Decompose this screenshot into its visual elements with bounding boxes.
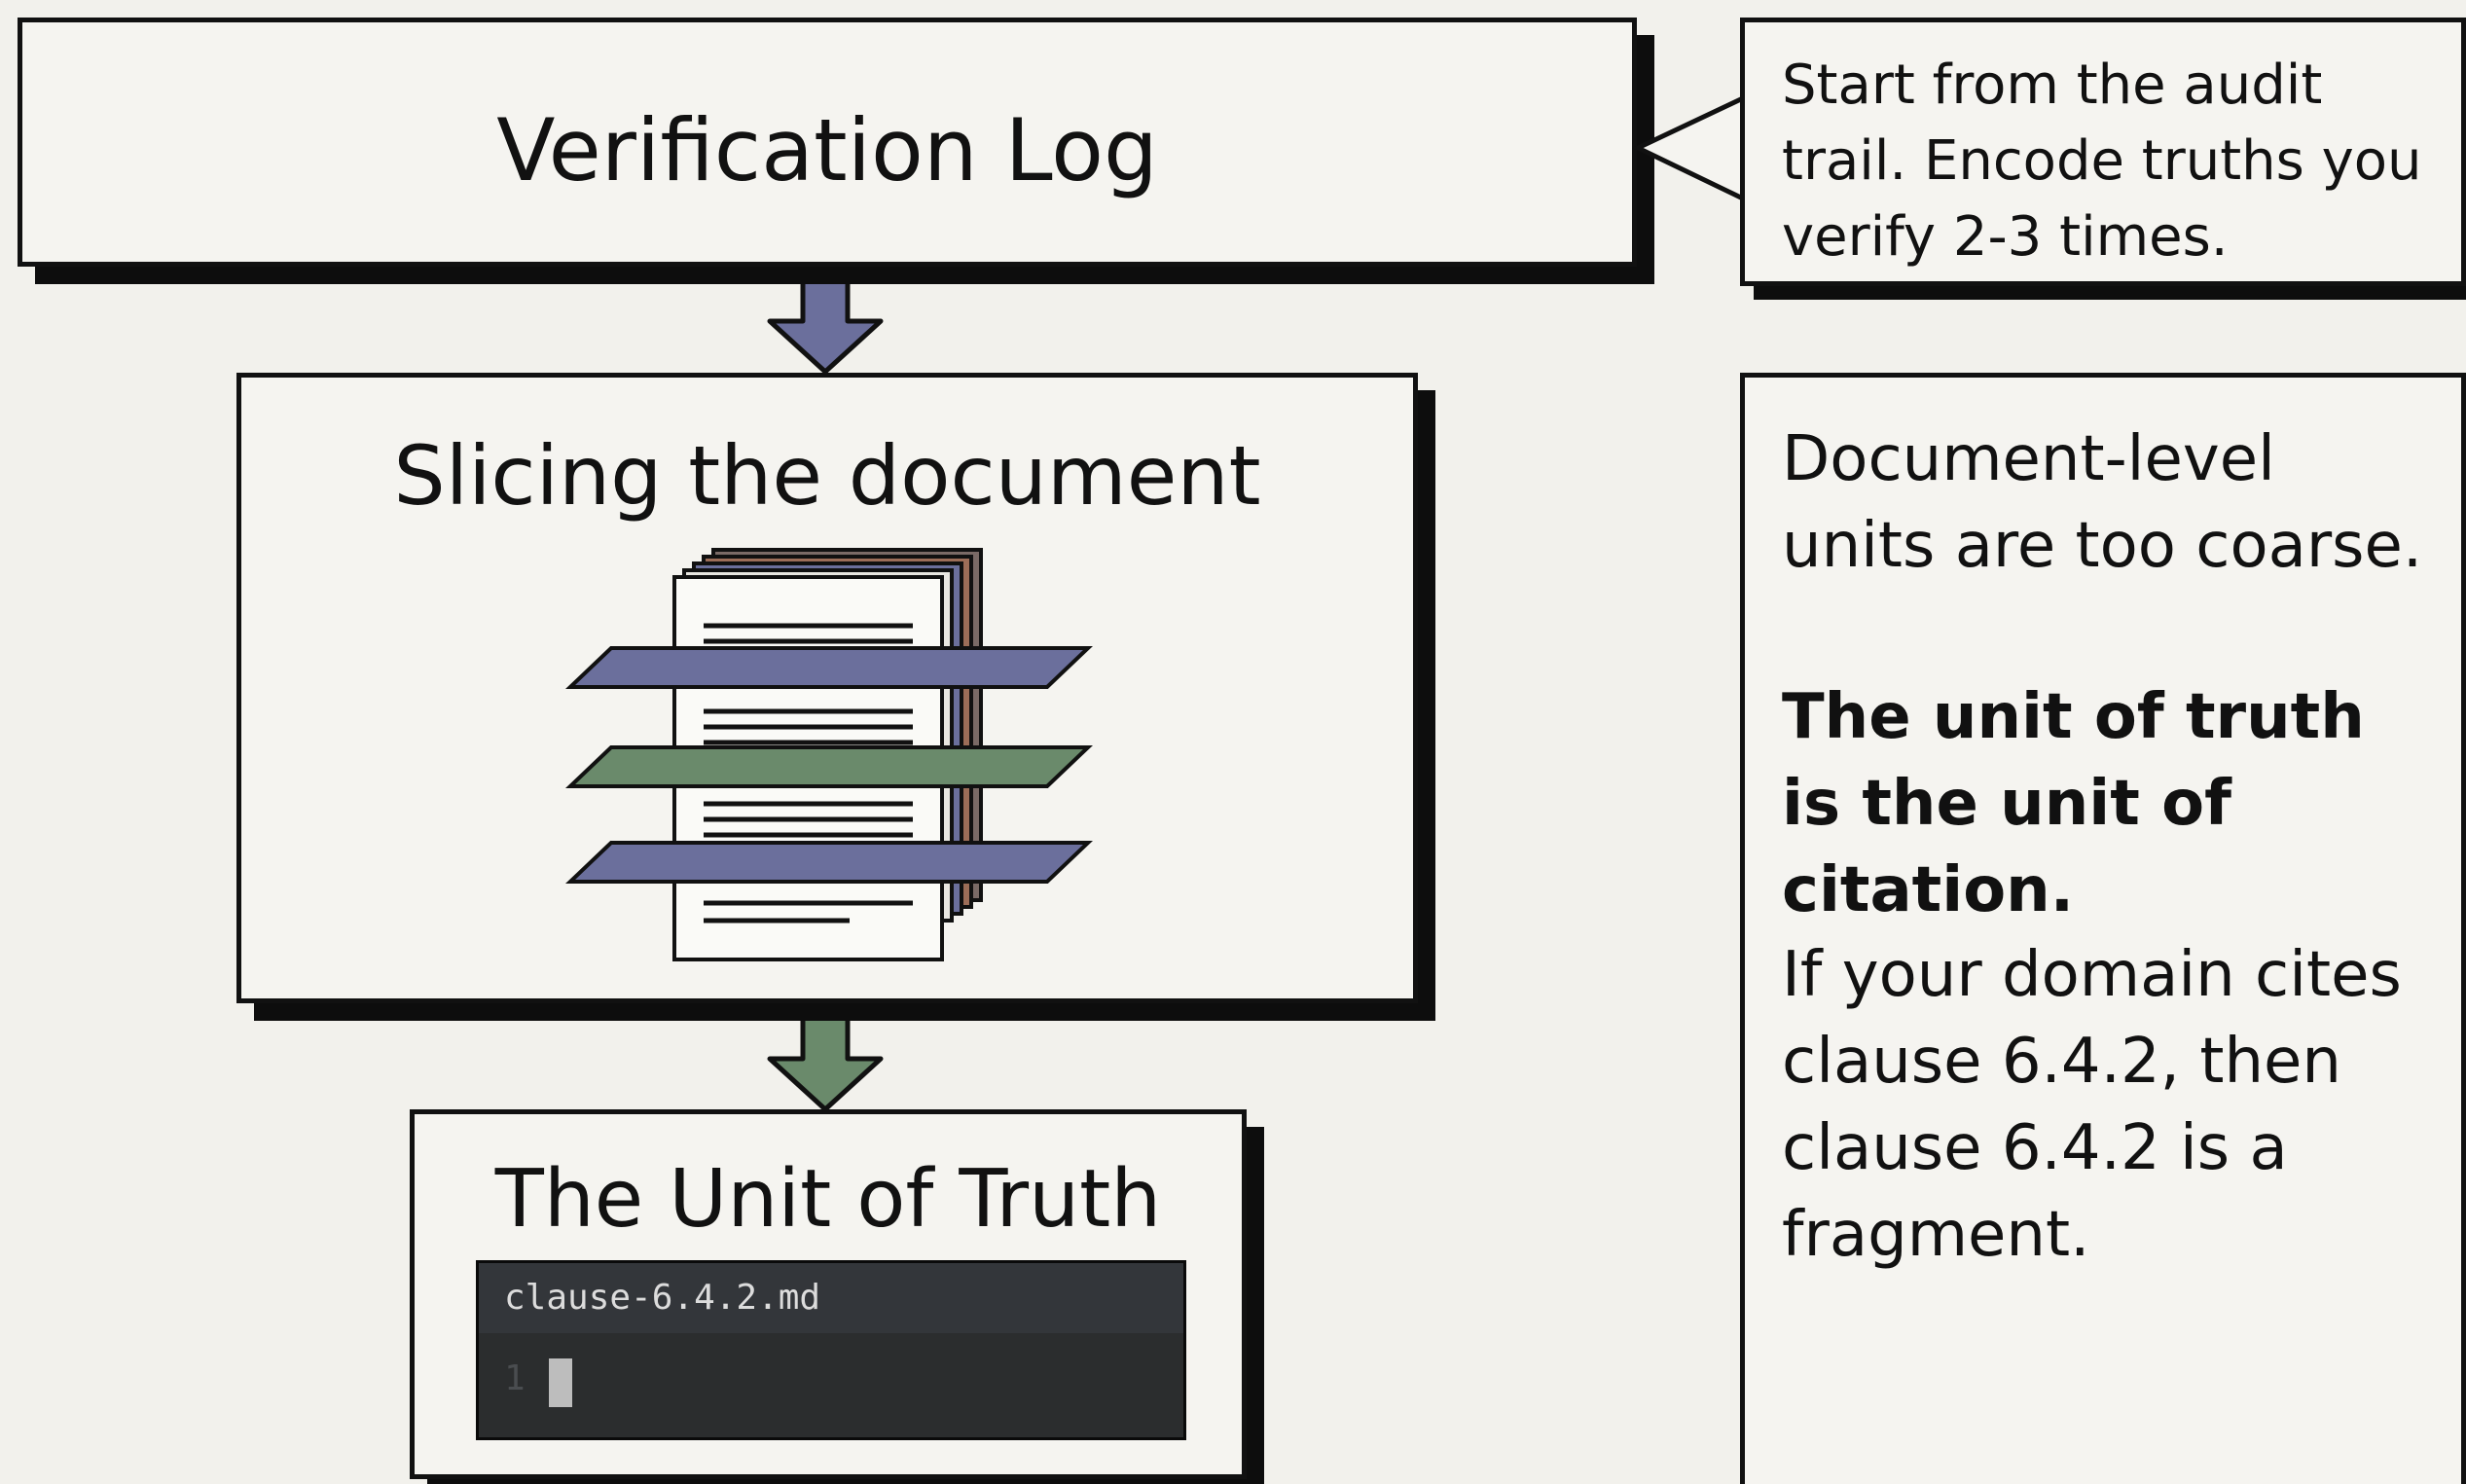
editor-tab-filename[interactable]: clause-6.4.2.md: [479, 1263, 1183, 1333]
code-editor[interactable]: clause-6.4.2.md 1: [476, 1260, 1186, 1440]
step-title-unit-of-truth: The Unit of Truth: [494, 1153, 1162, 1246]
side-note-paragraph-3: If your domain cites clause 6.4.2, then …: [1782, 939, 2402, 1271]
line-number: 1: [504, 1358, 526, 1398]
callout-note-audit-trail: Start from the audit trail. Encode truth…: [1740, 18, 2466, 286]
unit-of-truth-box: The Unit of Truth clause-6.4.2.md 1: [410, 1109, 1247, 1479]
text-cursor: [549, 1358, 572, 1407]
sliced-document-icon: [565, 548, 1093, 961]
arrow-down-green: [767, 1007, 884, 1112]
step-title-verification-log: Verification Log: [496, 100, 1158, 200]
side-note-paragraph-2-bold: The unit of truth is the unit of citatio…: [1782, 681, 2365, 926]
editor-body[interactable]: 1: [479, 1333, 1183, 1437]
slicing-document-box: Slicing the document: [236, 373, 1418, 1003]
callout-text: Start from the audit trail. Encode truth…: [1782, 54, 2422, 269]
callout-pointer: [1632, 93, 1748, 203]
step-title-slicing: Slicing the document: [393, 428, 1261, 524]
verification-log-box: Verification Log: [18, 18, 1637, 267]
side-note-paragraph-1: Document-level units are too coarse.: [1782, 423, 2423, 582]
arrow-down-blue: [767, 270, 884, 375]
side-note-panel: Document-level units are too coarse. The…: [1740, 373, 2466, 1484]
